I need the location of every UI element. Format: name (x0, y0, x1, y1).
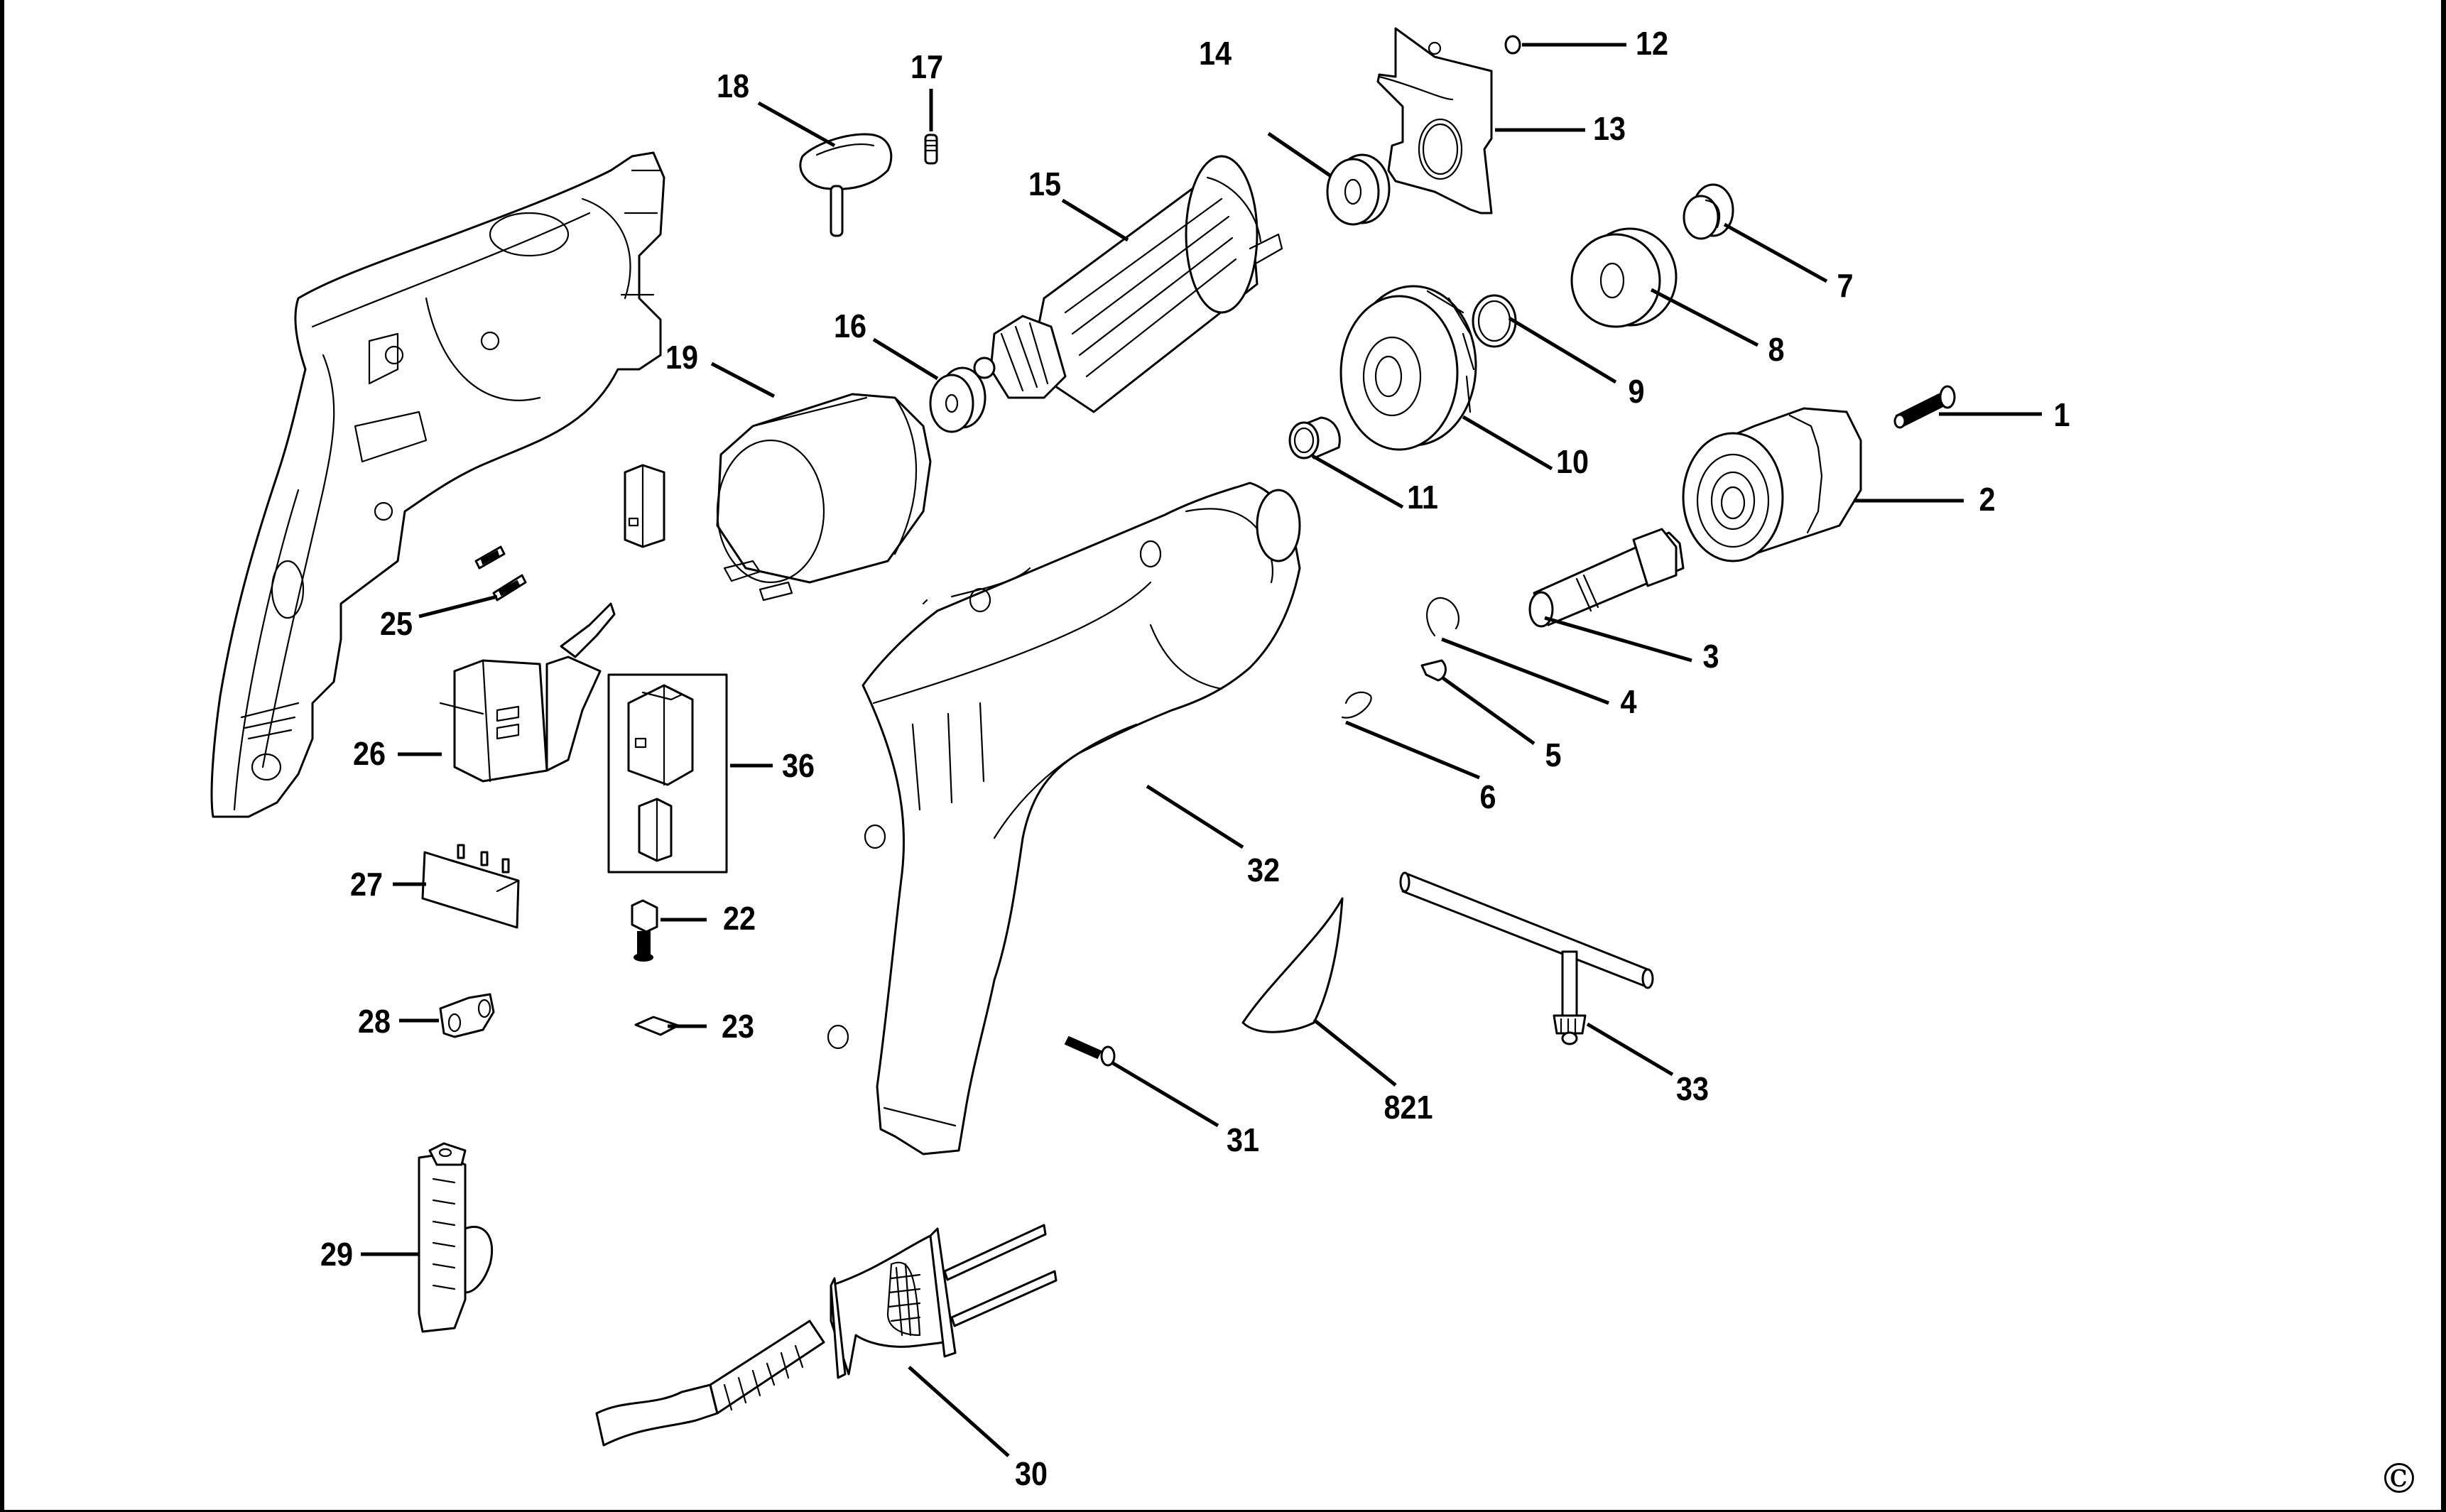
callout-14: 14 (1198, 35, 1232, 72)
leader-31 (1111, 1061, 1219, 1128)
callout-821: 821 (1384, 1089, 1433, 1126)
callout-28: 28 (357, 1003, 391, 1040)
part-36-brush-holder-kit (607, 673, 728, 874)
callout-17: 17 (910, 48, 944, 85)
part-2-chuck (1682, 407, 1862, 562)
leader-14 (1267, 131, 1332, 178)
leader-16 (872, 337, 939, 381)
callout-18: 18 (716, 67, 750, 104)
part-16-bearing (929, 366, 986, 433)
part-27-capacitor (421, 844, 520, 929)
leader-30 (908, 1366, 1010, 1457)
part-25-brush-springs (474, 545, 527, 602)
part-31-screw (1064, 1035, 1116, 1067)
part-17-spring (924, 134, 938, 165)
part-10-gear (1339, 285, 1477, 451)
part-29-cord-protector (418, 1142, 494, 1333)
frame-border-right (2441, 0, 2446, 1512)
callout-9: 9 (1628, 373, 1645, 410)
part-14-bearing (1326, 153, 1391, 226)
callout-26: 26 (352, 735, 386, 772)
part-6-retaining-ring (1341, 691, 1372, 719)
frame-border-bottom (0, 1510, 2446, 1512)
callout-36: 36 (781, 747, 815, 784)
part-1-screw (1893, 385, 1956, 429)
callout-19: 19 (665, 339, 699, 376)
part-3-spindle (1528, 528, 1685, 628)
callout-30: 30 (1014, 1455, 1048, 1492)
callout-32: 32 (1246, 852, 1281, 888)
leader-8 (1650, 288, 1759, 347)
part-7-spring (1683, 183, 1734, 240)
part-33-chuck-key (1399, 871, 1654, 1045)
callout-31: 31 (1226, 1121, 1260, 1158)
callout-22: 22 (722, 900, 756, 937)
part-12-ball (1504, 35, 1521, 55)
leader-7 (1723, 222, 1828, 283)
part-13-bearing-plate (1376, 27, 1493, 214)
part-4-retaining-ring (1426, 597, 1460, 637)
leader-6 (1345, 720, 1480, 780)
part-5-key (1420, 659, 1447, 682)
leader-10 (1462, 415, 1553, 471)
callout-5: 5 (1545, 736, 1562, 773)
callout-7: 7 (1837, 267, 1854, 304)
part-brush-box (624, 464, 665, 548)
callout-33: 33 (1675, 1070, 1710, 1107)
part-22-carbon-brush (631, 899, 658, 962)
part-15-armature (973, 155, 1283, 413)
part-32-housing (827, 482, 1301, 1155)
part-19-field (716, 393, 932, 602)
callout-2: 2 (1979, 481, 1996, 518)
part-821-label (1241, 897, 1344, 1033)
copyright-symbol: © (2379, 1454, 2420, 1503)
callout-11: 11 (1407, 479, 1438, 516)
part-26-switch (439, 602, 616, 783)
leader-3 (1544, 616, 1692, 663)
part-18-selector-knob (799, 133, 893, 237)
callout-3: 3 (1702, 638, 1719, 675)
leader-lines (361, 43, 2042, 1457)
callout-27: 27 (349, 866, 384, 903)
leader-19 (710, 361, 776, 398)
leader-821 (1312, 1018, 1397, 1087)
callout-23: 23 (721, 1008, 755, 1045)
part-9-washer (1472, 294, 1517, 348)
leader-33 (1586, 1022, 1674, 1077)
callout-4: 4 (1620, 683, 1637, 720)
callout-29: 29 (320, 1236, 354, 1273)
leader-25 (418, 594, 498, 619)
frame-border-left (0, 0, 4, 1512)
callout-15: 15 (1028, 165, 1062, 202)
leader-11 (1311, 454, 1404, 509)
callout-1: 1 (2053, 396, 2070, 433)
part-28-cord-clamp (439, 993, 495, 1038)
leader-9 (1508, 316, 1617, 384)
callout-16: 16 (833, 308, 867, 344)
callout-13: 13 (1592, 110, 1626, 147)
callout-10: 10 (1555, 443, 1589, 480)
leader-15 (1061, 198, 1129, 242)
callout-12: 12 (1635, 25, 1669, 62)
callout-6: 6 (1479, 778, 1496, 815)
callout-8: 8 (1768, 331, 1785, 368)
part-30-cord-set (595, 1224, 1058, 1447)
part-left-housing-half (210, 151, 665, 818)
leader-4 (1441, 637, 1609, 705)
callout-25: 25 (379, 605, 413, 642)
part-8-bearing (1570, 227, 1678, 328)
leader-5 (1442, 676, 1535, 746)
part-11-bearing (1288, 416, 1341, 459)
leader-32 (1146, 784, 1244, 849)
leader-18 (757, 101, 836, 148)
